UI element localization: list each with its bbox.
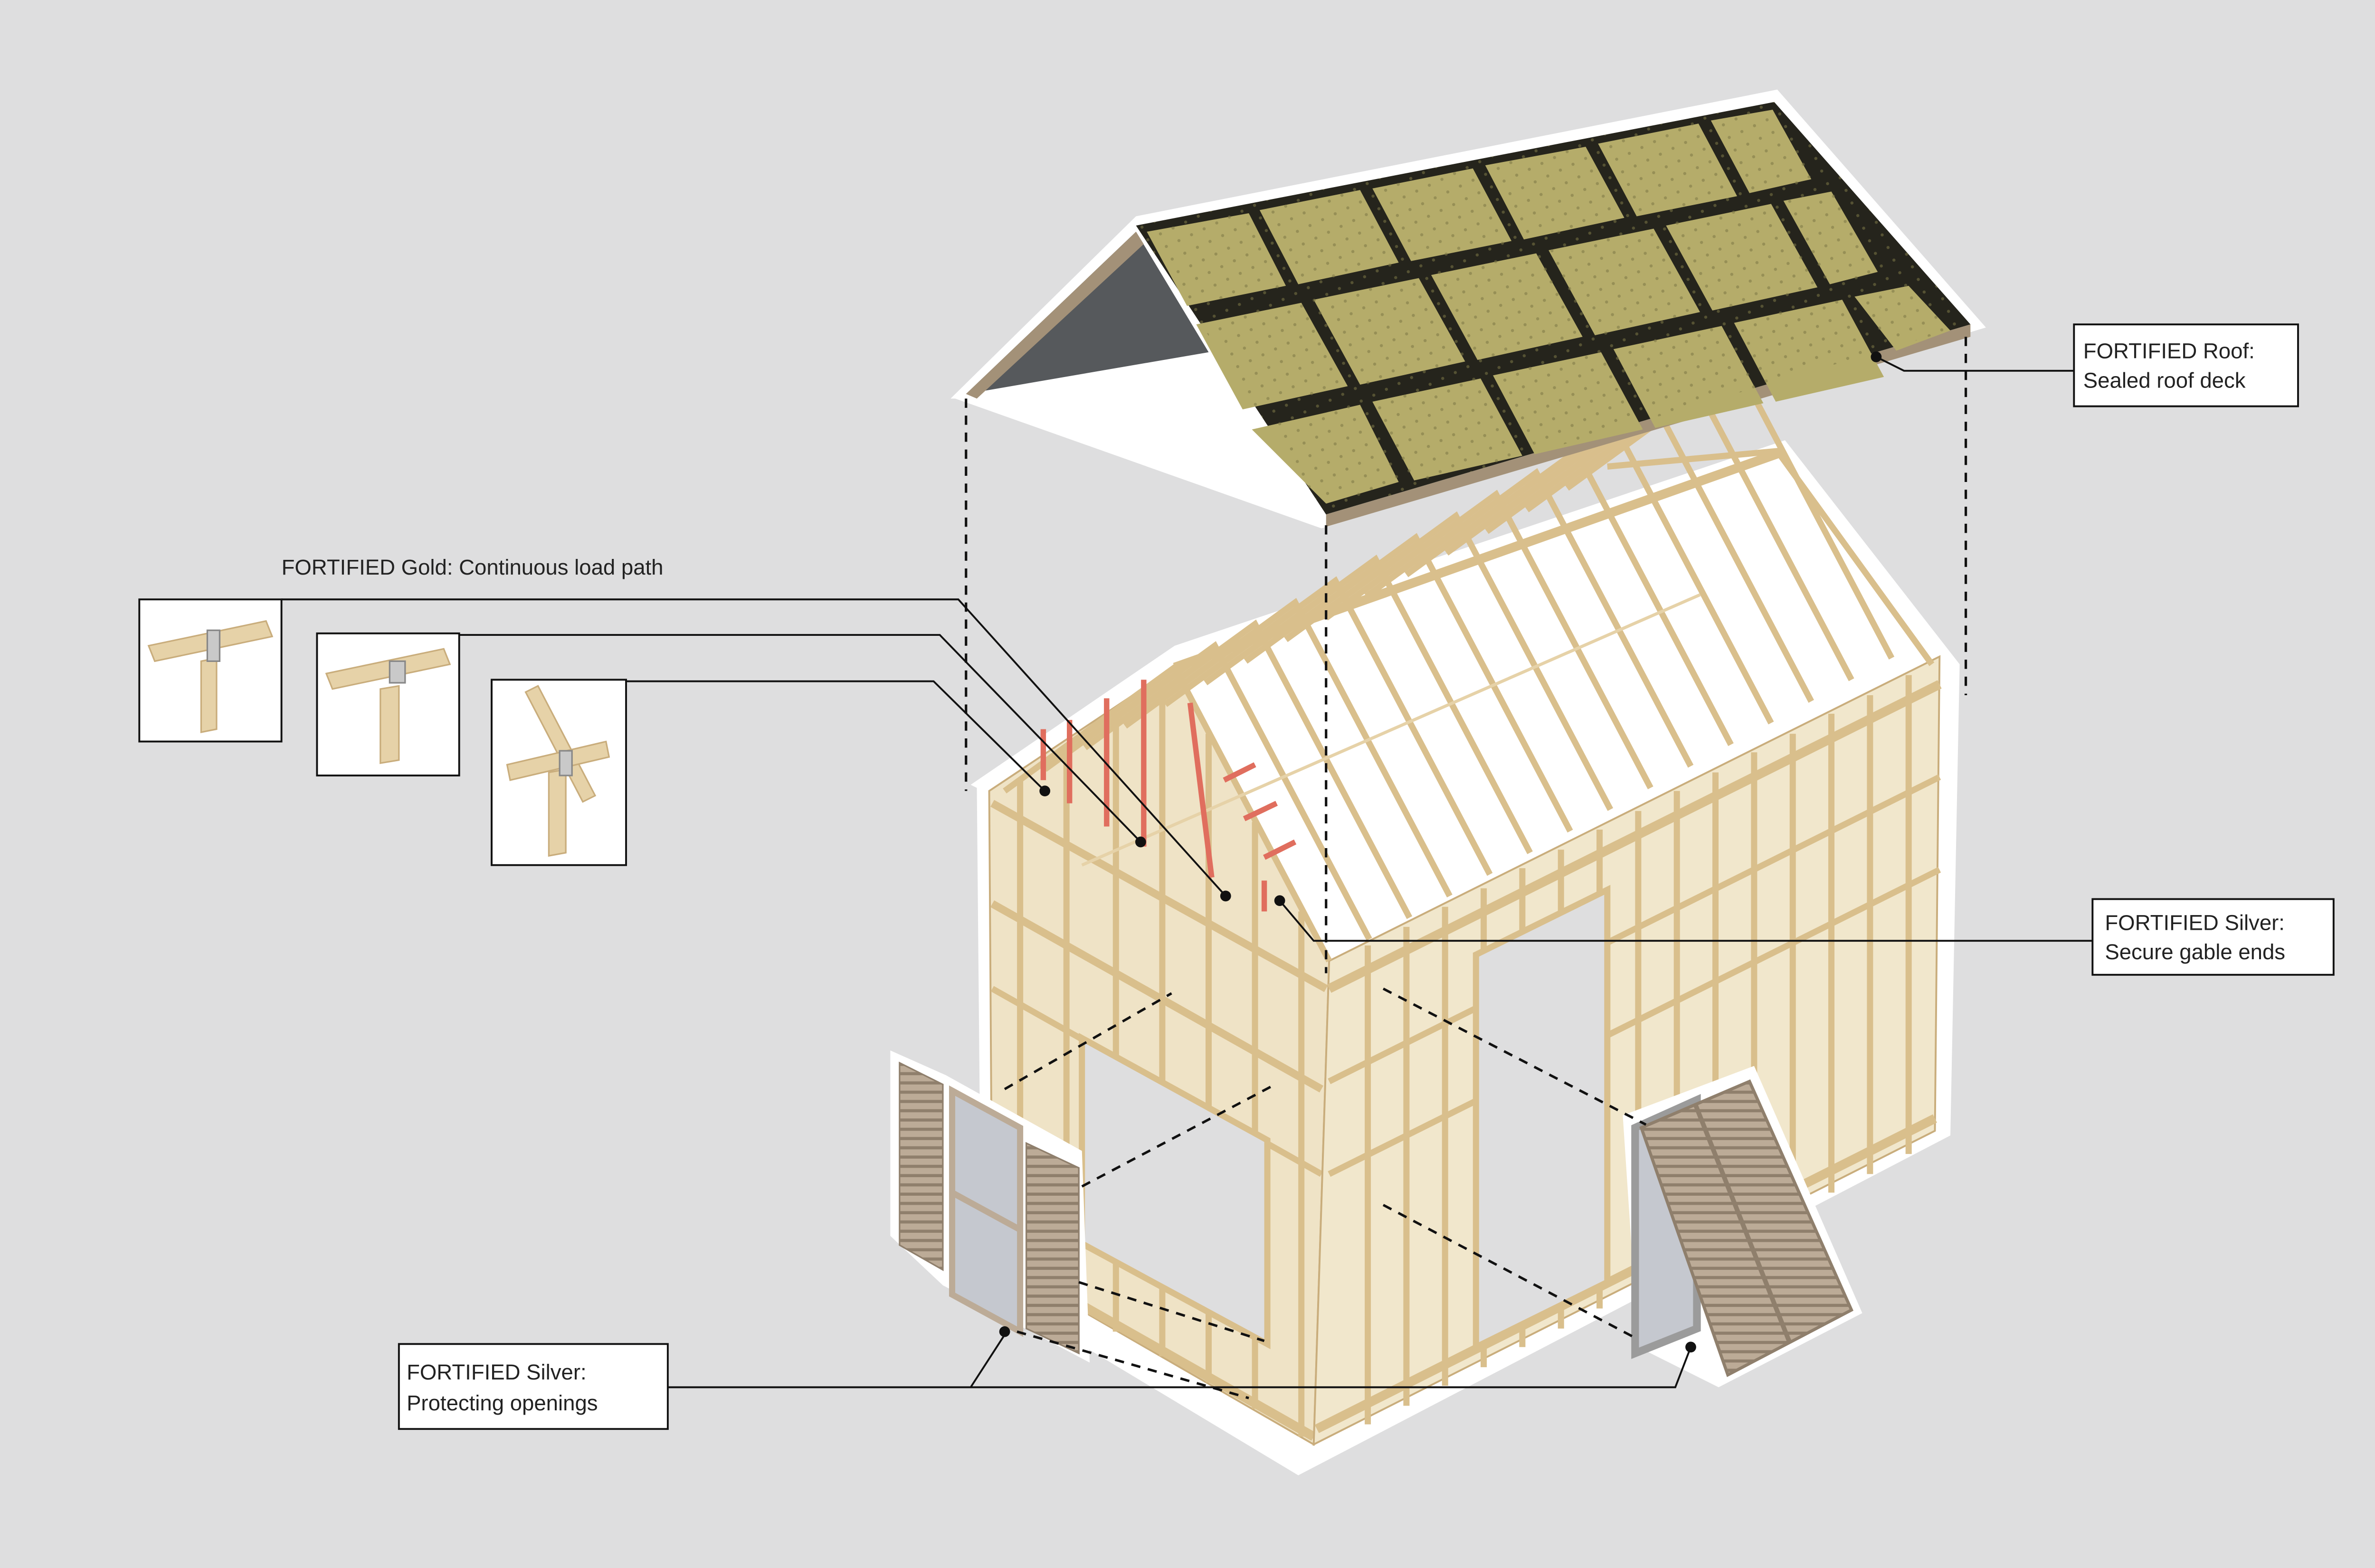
label-gable-line1: FORTIFIED Silver: — [2105, 910, 2285, 935]
label-gable-line2: Secure gable ends — [2105, 940, 2285, 964]
connector-detail-1 — [138, 598, 283, 743]
right-shutter — [1025, 1142, 1080, 1355]
top-plate-connector-icon — [325, 648, 451, 765]
window-shutter-assembly — [890, 1050, 1090, 1363]
label-roof: FORTIFIED Roof: Sealed roof deck — [2073, 323, 2299, 407]
label-gold: FORTIFIED Gold: Continuous load path — [282, 555, 664, 579]
roof-edge — [966, 231, 1144, 399]
connector-detail-2 — [316, 632, 460, 777]
callout-anchor-dots — [999, 351, 1882, 1353]
label-gable: FORTIFIED Silver: Secure gable ends — [2091, 898, 2335, 976]
left-shutter — [899, 1061, 944, 1271]
door-shutter-assembly — [1623, 1066, 1862, 1388]
truss-to-wall-connector-icon — [147, 620, 274, 734]
gable-sheathing — [966, 231, 1209, 394]
label-roof-line1: FORTIFIED Roof: — [2083, 339, 2255, 363]
stud-to-rafter-connector-icon — [506, 685, 610, 857]
callout-leaders — [281, 356, 2093, 1389]
gable-bracing — [1040, 680, 1297, 912]
sheathing-texture — [1136, 102, 1971, 515]
roof-deck — [950, 89, 1986, 529]
label-openings: FORTIFIED Silver: Protecting openings — [398, 1343, 669, 1430]
label-roof-line2: Sealed roof deck — [2083, 368, 2246, 393]
side-door-opening — [1472, 885, 1611, 1352]
label-openings-line2: Protecting openings — [407, 1391, 598, 1415]
guide-lines — [965, 337, 1967, 1399]
connector-detail-3 — [491, 679, 627, 866]
label-openings-line1: FORTIFIED Silver: — [407, 1360, 587, 1384]
